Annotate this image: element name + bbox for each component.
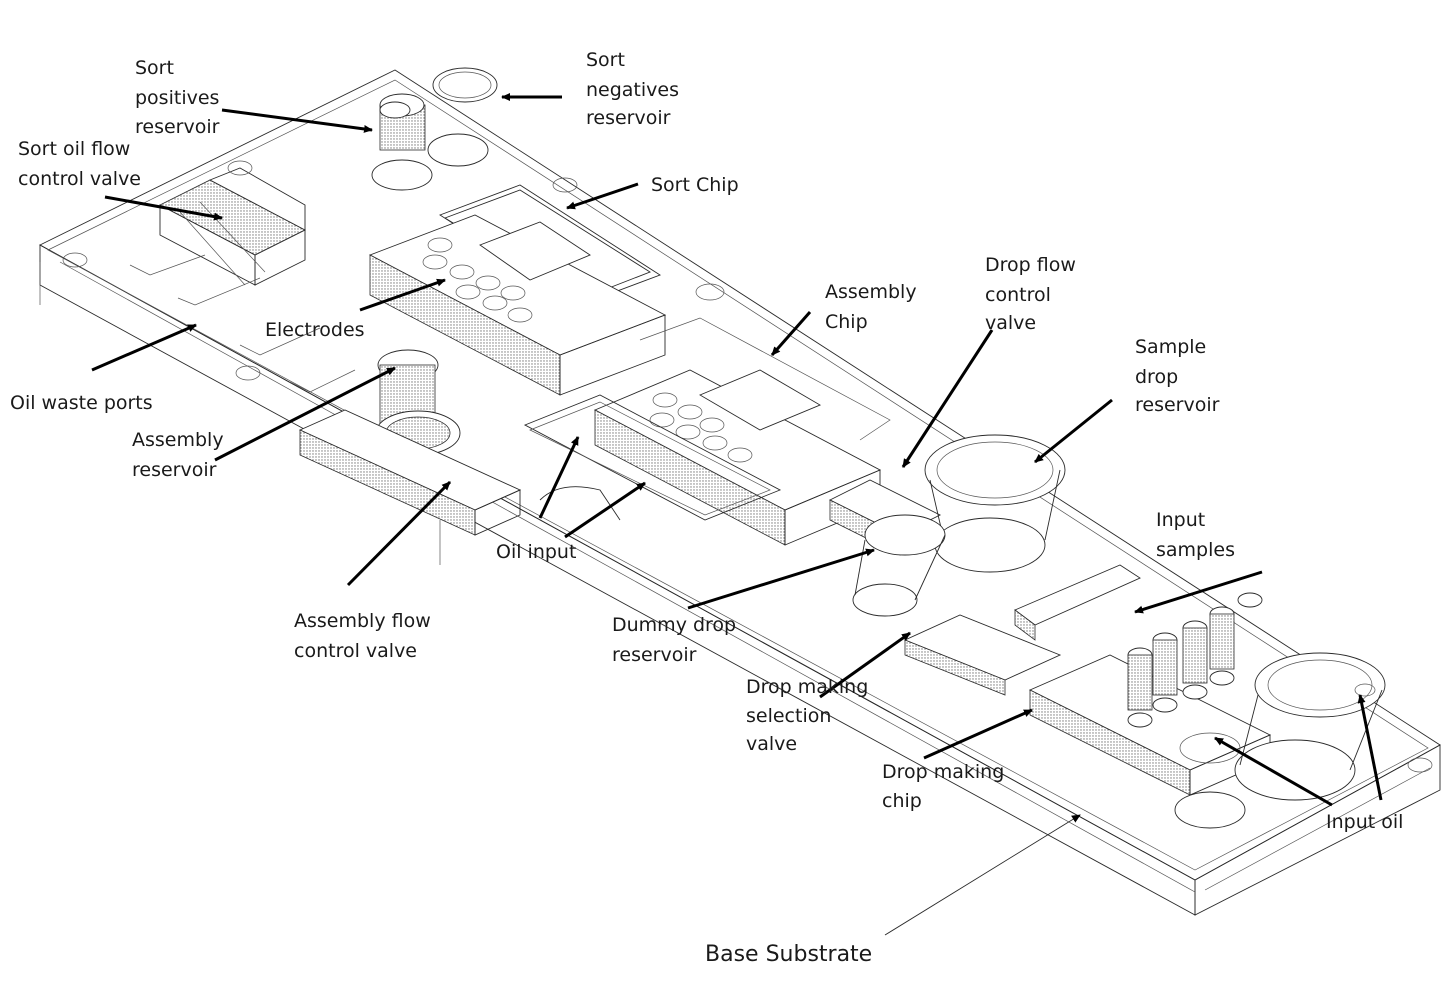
label-drop-making-selection-valve: Drop making selection valve [746,676,874,755]
label-oil-waste-ports: Oil waste ports [10,392,153,414]
label-sort-negatives-reservoir: Sort negatives reservoir [586,49,685,129]
label-electrodes: Electrodes [265,319,365,341]
drop-section [828,434,1433,829]
label-assembly-flow-control-valve: Assembly flow control valve [294,610,437,662]
label-drop-making-chip: Drop making chip [882,761,1010,812]
label-sort-positives-reservoir: Sort positives reservoir [135,57,225,138]
sort-section [62,67,725,393]
label-assembly-reservoir: Assembly reservoir [132,429,230,481]
label-drop-flow-control-valve: Drop flow control valve [985,254,1082,334]
label-assembly-chip: Assembly Chip [825,281,923,333]
label-sort-oil-flow-control-valve: Sort oil flow control valve [18,138,141,190]
label-sort-chip: Sort Chip [651,174,739,196]
callout-arrows [91,93,1383,936]
label-oil-input: Oil input [496,541,576,563]
labels: Sort positives reservoir Sort negatives … [10,49,1403,967]
label-sample-drop-reservoir: Sample drop reservoir [1135,336,1220,416]
label-input-samples: Input samples [1156,509,1235,561]
label-dummy-drop-reservoir: Dummy drop reservoir [612,614,742,666]
label-base-substrate: Base Substrate [705,942,872,967]
label-input-oil: Input oil [1326,811,1403,833]
